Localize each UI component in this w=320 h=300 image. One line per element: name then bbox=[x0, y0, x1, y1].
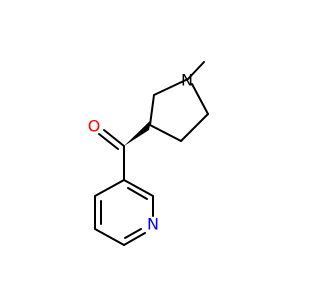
bond-c4-c5 bbox=[180, 113, 209, 142]
bond-py-inner-2 bbox=[124, 228, 142, 239]
chemical-structure: N O N bbox=[88, 61, 209, 246]
bond-py-c6-n bbox=[123, 232, 146, 246]
bond-carbonyl-b bbox=[98, 133, 119, 150]
bond-c5-n bbox=[191, 83, 209, 115]
atom-oxygen-carbonyl: O bbox=[88, 117, 101, 136]
bond-py-inner-3 bbox=[127, 187, 148, 200]
wedge-bond bbox=[124, 120, 151, 146]
atom-nitrogen-pyrrolidine: N bbox=[181, 71, 193, 90]
bond-c3-c4 bbox=[149, 124, 182, 142]
atom-nitrogen-pyridine: N bbox=[147, 215, 159, 234]
bond-py-c2-c3 bbox=[123, 179, 154, 197]
molecule-diagram: N O N bbox=[87, 61, 209, 246]
bond-c2-c3 bbox=[149, 94, 155, 126]
bond-carbonyl-a bbox=[103, 129, 125, 147]
bond-n-methyl bbox=[187, 61, 205, 80]
bond-n-c2 bbox=[153, 78, 189, 96]
bond-py-c3-c4 bbox=[94, 179, 125, 197]
bond-py-c5-c6 bbox=[94, 228, 125, 246]
